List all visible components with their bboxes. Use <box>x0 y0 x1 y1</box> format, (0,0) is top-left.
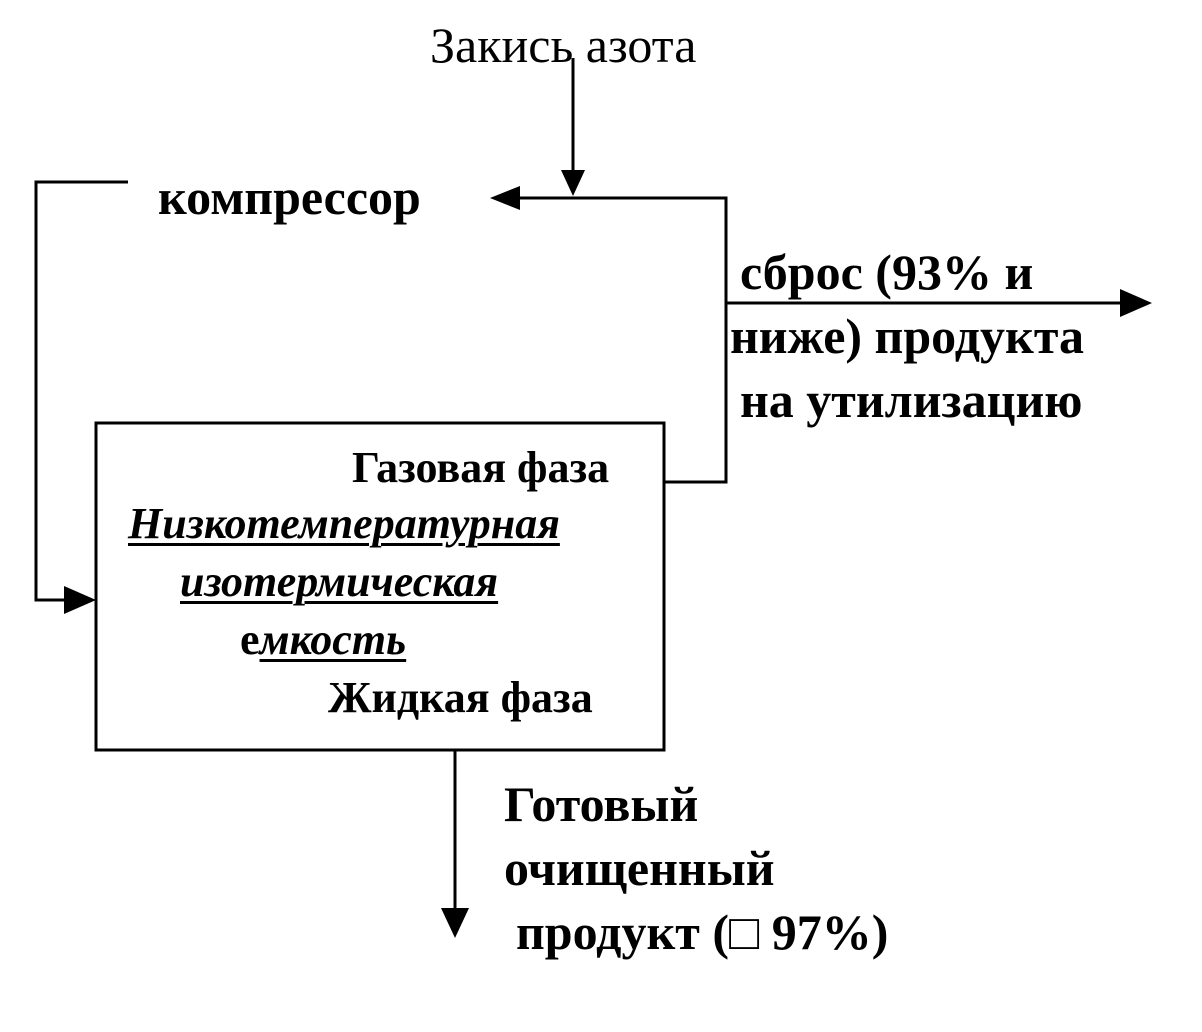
product-label: Готовый очищенный продукт (□ 97%) <box>504 772 888 964</box>
product-arrowhead <box>441 908 469 938</box>
gas-return-line <box>518 198 726 482</box>
gas-phase-label: Газовая фаза <box>352 446 609 490</box>
feed-label: Закись азота <box>430 20 696 70</box>
product-label-line-3: продукт (□ 97%) <box>504 900 888 964</box>
vessel-inlet-arrowhead <box>64 586 96 614</box>
liquid-phase-label: Жидкая фаза <box>328 676 593 720</box>
compressor-label: компрессор <box>158 172 421 222</box>
feed-arrowhead <box>561 170 585 196</box>
waste-label-line-3: на утилизацию <box>730 368 1084 432</box>
vessel-name-line-2: изотермическая <box>128 560 498 604</box>
compressor-outlet-line <box>36 182 128 600</box>
vessel-name-line-3: емкость <box>240 618 406 662</box>
waste-label: сброс (93% и ниже) продукта на утилизаци… <box>730 240 1084 432</box>
vessel-name-line-3-prefix: е <box>240 615 260 664</box>
waste-label-line-2: ниже) продукта <box>730 304 1084 368</box>
product-label-line-2: очищенный <box>504 836 888 900</box>
vessel-name-line-1: Низкотемпературная <box>128 502 560 546</box>
compressor-inlet-arrowhead <box>490 186 520 210</box>
vessel-name-line-3-rest: мкость <box>260 615 407 664</box>
product-label-line-1: Готовый <box>504 772 888 836</box>
waste-label-line-1: сброс (93% и <box>730 240 1084 304</box>
waste-arrowhead <box>1120 289 1152 317</box>
